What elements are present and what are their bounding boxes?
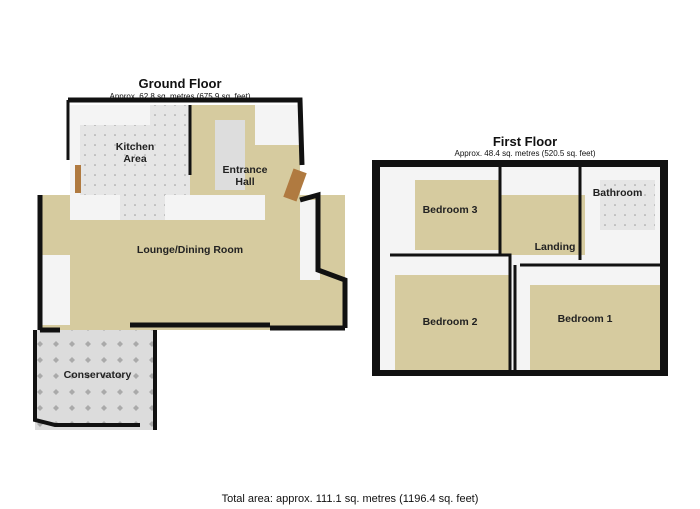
landing-floor [500,195,585,255]
room-label-bedroom1: Bedroom 1 [557,313,613,325]
bedroom2-floor [395,275,510,370]
room-label-conservatory: Conservatory [63,369,132,381]
first-floor-plan [372,160,668,376]
total-area: Total area: approx. 111.1 sq. metres (11… [221,493,479,505]
ground-floor-area: Approx. 62.8 sq. metres (675.9 sq. feet) [109,92,251,101]
room-label-bathroom: Bathroom [592,187,643,199]
room-label-lounge: Lounge/Dining Room [136,244,244,256]
bathroom-floor [600,180,655,230]
conservatory-floor [35,330,155,430]
ground-floor-title: Ground Floor [138,76,222,91]
bedroom3-floor [415,180,500,250]
room-label-kitchen: Kitchen Area [115,141,155,165]
ground-floor-plan [33,97,348,430]
room-label-bedroom3: Bedroom 3 [422,204,478,216]
first-floor-title: First Floor [492,134,558,149]
room-label-entrance-hall: Entrance Hall [222,164,268,188]
first-floor-area: Approx. 48.4 sq. metres (520.5 sq. feet) [454,149,596,158]
room-label-bedroom2: Bedroom 2 [422,316,478,328]
bedroom1-floor [530,285,660,370]
room-label-landing: Landing [534,241,576,253]
